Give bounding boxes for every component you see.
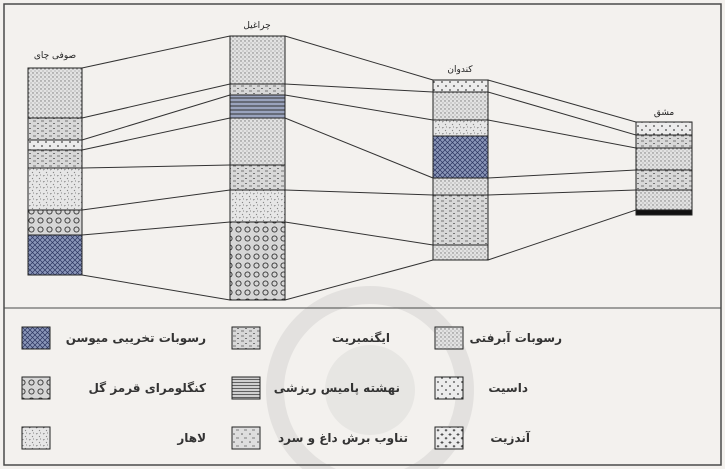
svg-text:تناوب برش داغ و سرد: تناوب برش داغ و سرد — [278, 431, 408, 446]
svg-text:آندزیت: آندزیت — [490, 430, 531, 445]
correlation-lines — [81, 35, 637, 301]
column-label: صوفی چای — [34, 51, 76, 61]
svg-text:کنگلومرای قرمز گل: کنگلومرای قرمز گل — [88, 381, 206, 396]
svg-text:رسوبات تخریبی میوسن: رسوبات تخریبی میوسن — [66, 331, 206, 346]
watermark-emblem — [266, 286, 474, 469]
column-cheraghil: چراغیل — [229, 21, 286, 301]
legend-item: رسوبات آبرفتی — [434, 326, 563, 350]
svg-text:ایگنمبریت: ایگنمبریت — [332, 331, 390, 345]
legend-item: کنگلومرای قرمز گل — [21, 376, 206, 400]
svg-text:رسوبات آبرفتی: رسوبات آبرفتی — [470, 330, 563, 346]
legend-item: لاهار — [21, 426, 206, 450]
legend-item: ایگنمبریت — [231, 326, 390, 350]
svg-text:لاهار: لاهار — [176, 431, 206, 445]
column-sufichay: صوفی چای — [27, 51, 83, 276]
column-label: کندوان — [447, 65, 473, 75]
legend-item: رسوبات تخریبی میوسن — [21, 326, 206, 350]
legend-item: نهشته پامیس ریزشی — [231, 376, 400, 400]
legend-item: آندزیت — [434, 426, 531, 450]
legend-item: داسیت — [434, 376, 528, 400]
column-kandovan: کندوان — [432, 65, 489, 261]
column-mashagh: مشق — [635, 108, 693, 216]
column-label: چراغیل — [243, 21, 270, 31]
legend-item: تناوب برش داغ و سرد — [231, 426, 408, 450]
svg-text:داسیت: داسیت — [488, 381, 528, 395]
outer-frame — [3, 3, 722, 466]
column-label: مشق — [654, 108, 675, 118]
svg-text:نهشته پامیس ریزشی: نهشته پامیس ریزشی — [274, 381, 400, 395]
